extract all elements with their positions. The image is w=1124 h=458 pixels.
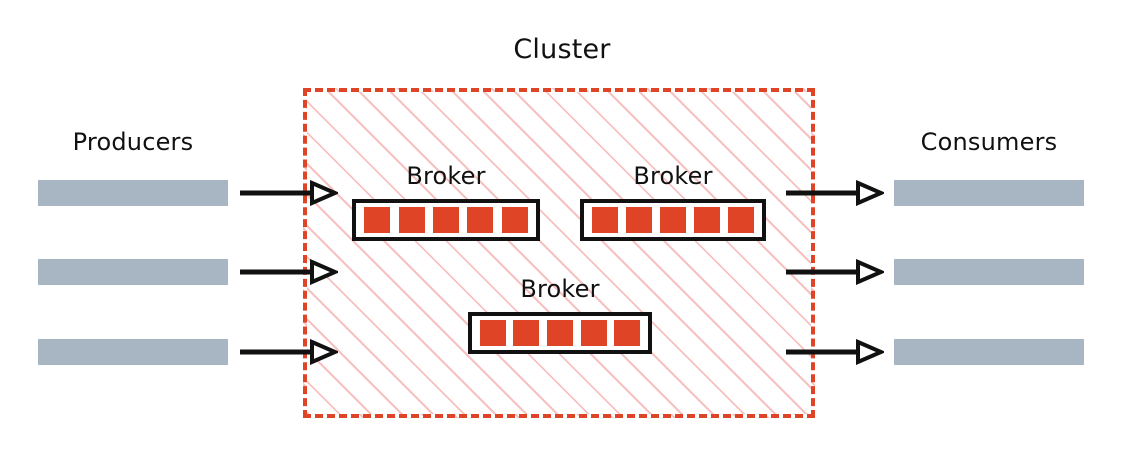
partition bbox=[364, 207, 391, 233]
producer-arrow-1-icon bbox=[240, 180, 338, 206]
cluster-region bbox=[303, 88, 815, 418]
producer-bar-2 bbox=[38, 259, 228, 285]
partition bbox=[398, 207, 425, 233]
producer-bar-3 bbox=[38, 339, 228, 365]
consumer-arrow-1-icon bbox=[786, 180, 884, 206]
producer-arrow-3-icon bbox=[240, 339, 338, 365]
partition bbox=[580, 320, 607, 346]
broker-3-box bbox=[468, 312, 652, 354]
partition bbox=[626, 207, 652, 233]
producer-bar-1 bbox=[38, 180, 228, 206]
partition bbox=[614, 320, 641, 346]
broker-2-box bbox=[580, 199, 766, 241]
partition bbox=[728, 207, 754, 233]
partition bbox=[513, 320, 540, 346]
partition bbox=[501, 207, 528, 233]
partition bbox=[432, 207, 459, 233]
broker-2-label: Broker bbox=[633, 162, 713, 190]
consumers-label: Consumers bbox=[920, 128, 1058, 156]
cluster-title: Cluster bbox=[513, 34, 611, 65]
partition bbox=[660, 207, 686, 233]
producers-label: Producers bbox=[72, 128, 194, 156]
partition bbox=[479, 320, 506, 346]
partition bbox=[592, 207, 618, 233]
consumer-bar-1 bbox=[894, 180, 1084, 206]
consumer-bar-2 bbox=[894, 259, 1084, 285]
consumer-arrow-3-icon bbox=[786, 339, 884, 365]
consumer-arrow-2-icon bbox=[786, 259, 884, 285]
partition bbox=[694, 207, 720, 233]
partition bbox=[546, 320, 573, 346]
consumer-bar-3 bbox=[894, 339, 1084, 365]
partition bbox=[467, 207, 494, 233]
broker-1-box bbox=[352, 199, 540, 241]
producer-arrow-2-icon bbox=[240, 259, 338, 285]
broker-3-label: Broker bbox=[520, 275, 600, 303]
broker-1-label: Broker bbox=[406, 162, 486, 190]
